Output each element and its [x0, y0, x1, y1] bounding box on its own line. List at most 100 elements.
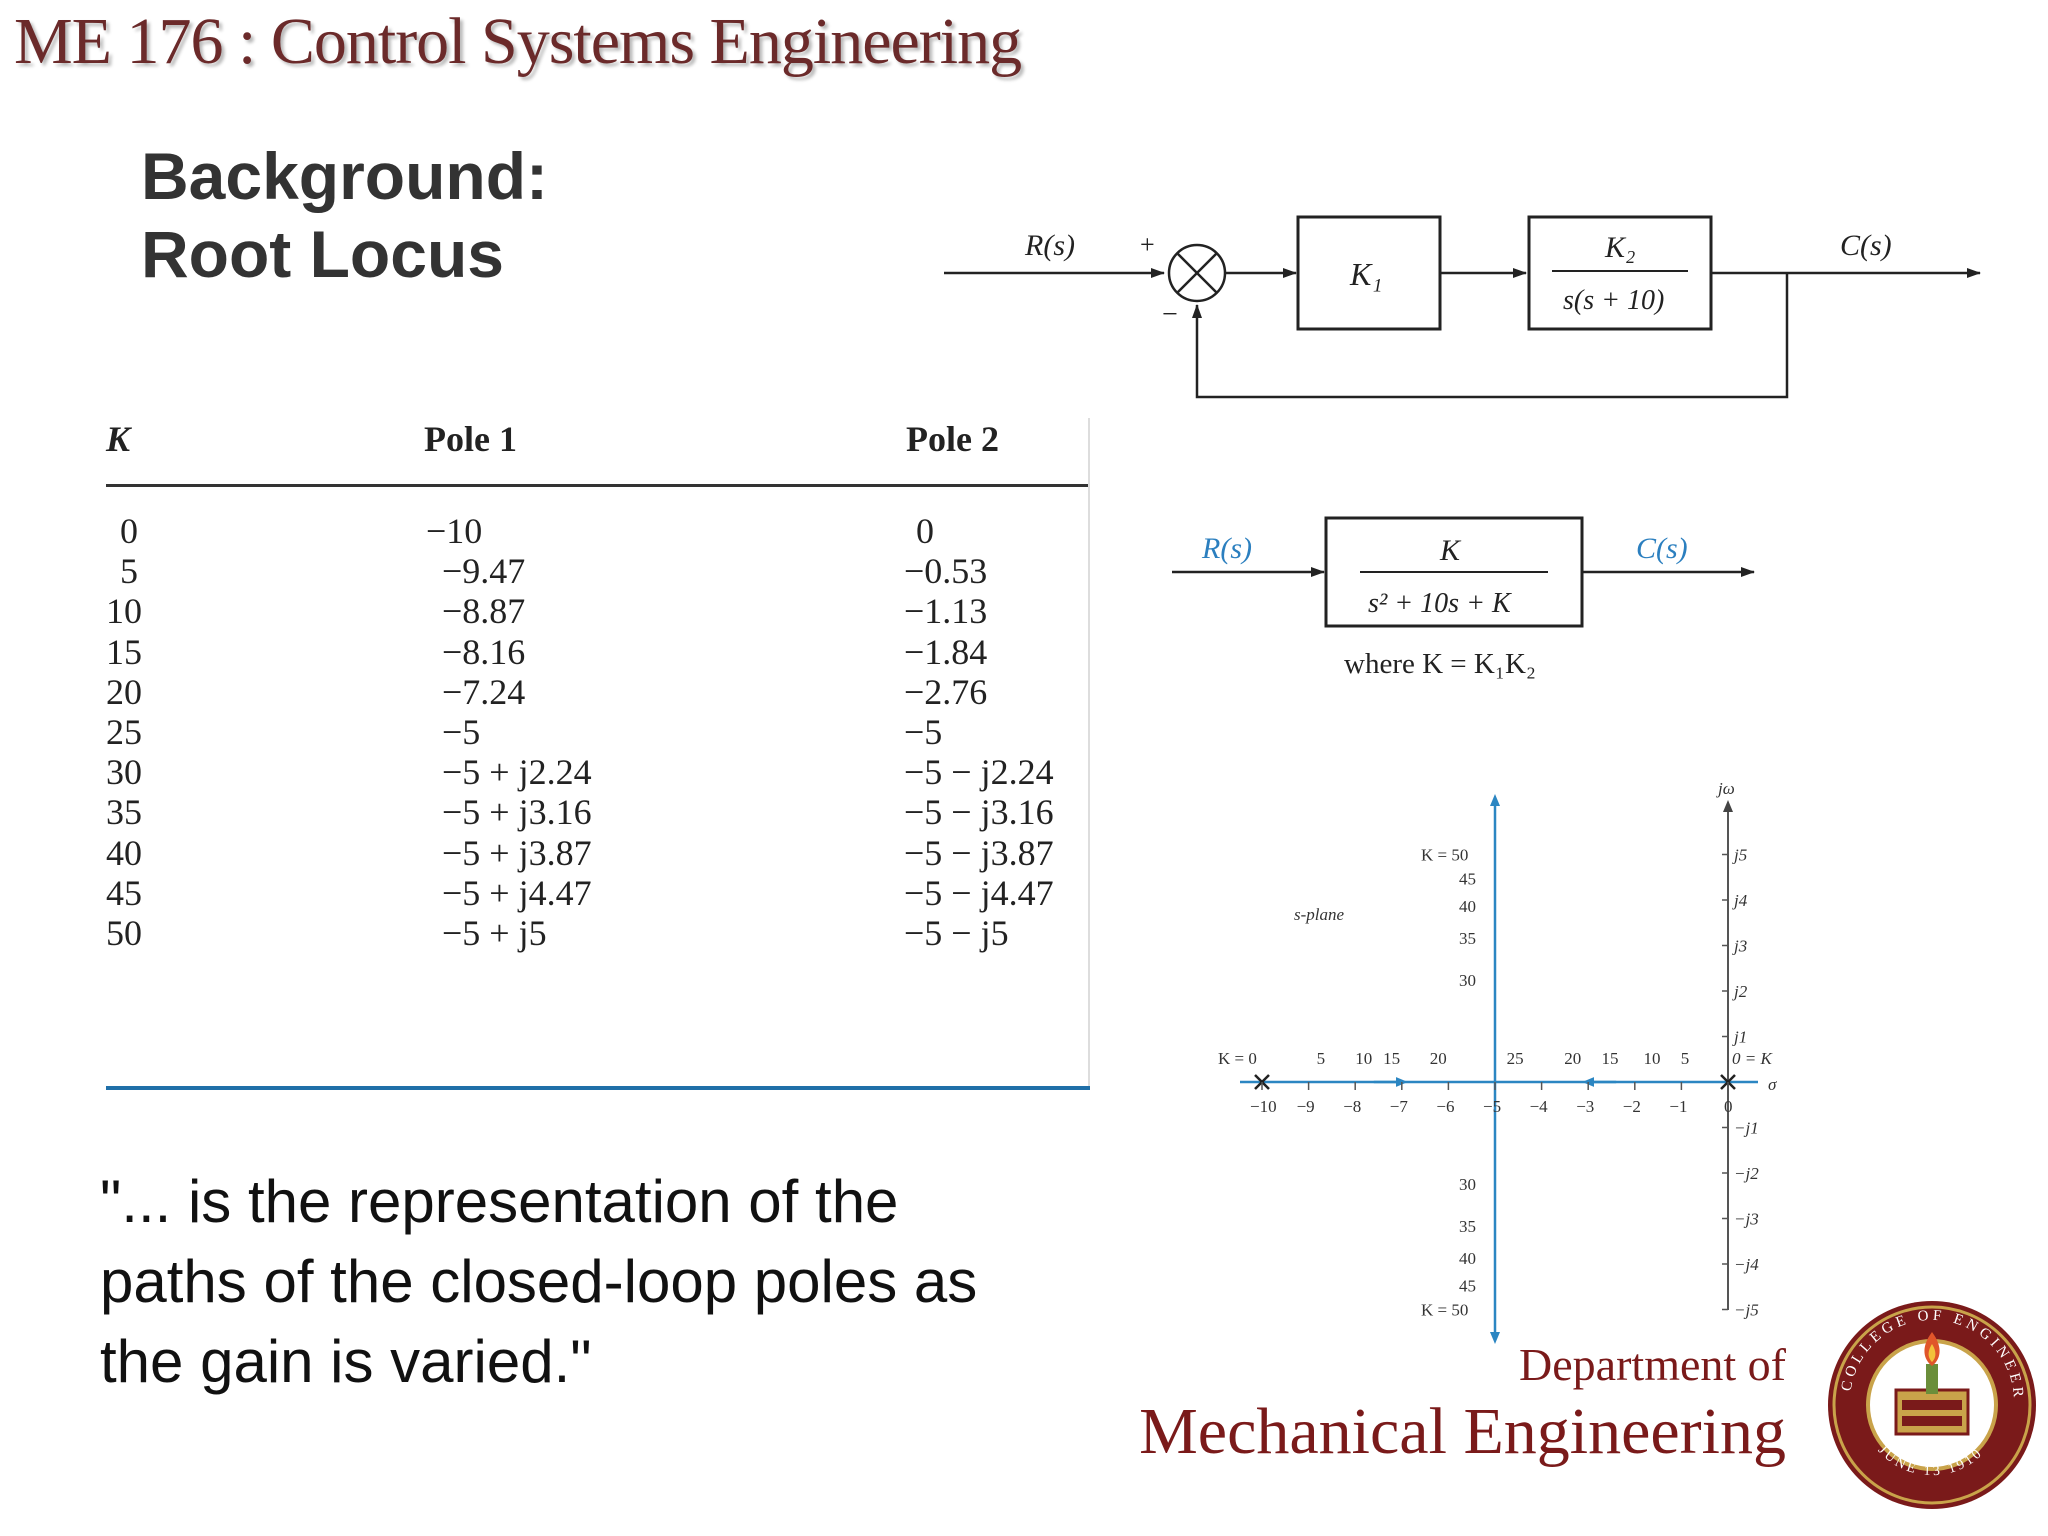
table-top-rule	[106, 484, 1090, 487]
table-cell-pole2: −1.13	[904, 591, 988, 632]
x-tick-label: −10	[1250, 1097, 1277, 1116]
table-cell-k: 35	[106, 792, 142, 833]
plant-block	[1527, 215, 1713, 331]
k-label-lower: 40	[1459, 1249, 1476, 1268]
bd2-denominator: s² + 10s + K	[1368, 588, 1512, 619]
bd1-block2-denominator: s(s + 10)	[1563, 285, 1664, 316]
jw-tick-label: −j5	[1734, 1301, 1759, 1320]
k-label-left: 20	[1430, 1049, 1447, 1068]
bd2-input-label: R(s)	[1201, 532, 1252, 565]
k-label-lower: 30	[1459, 1175, 1476, 1194]
table-cell-pole1: −5 + j5	[442, 913, 547, 953]
course-title: ME 176 : Control Systems Engineering	[14, 5, 1022, 78]
k-label-zero: 0 = K	[1732, 1049, 1773, 1068]
bd1-input-label: R(s)	[1024, 229, 1075, 262]
x-tick-label: −8	[1343, 1097, 1361, 1116]
bd2-output-label: C(s)	[1636, 532, 1688, 565]
bd1-minus-sign: −	[1162, 299, 1178, 330]
quote-line-2: paths of the closed-loop poles as	[100, 1248, 978, 1315]
table-cell-k: 15	[106, 631, 142, 672]
jw-tick-label: j3	[1732, 937, 1747, 956]
quote-line-1: "... is the representation of the	[100, 1168, 899, 1235]
jw-tick-label: j2	[1732, 982, 1748, 1001]
k-label-lower: K = 50	[1421, 1301, 1468, 1320]
definition-quote: "... is the representation of the paths …	[100, 1162, 977, 1402]
sigma-axis-label: σ	[1768, 1075, 1777, 1094]
k-label-left: 15	[1383, 1049, 1400, 1068]
closed-loop-block-diagram: R(s) K s² + 10s + K C(s) where K = K₁K₂	[1172, 516, 1755, 680]
table-cell-pole1: −10	[426, 511, 483, 551]
table-header-k: K	[106, 419, 131, 459]
k-label-left: 5	[1317, 1049, 1326, 1068]
summing-junction	[1167, 243, 1227, 303]
table-cell-pole2: −1.84	[904, 631, 988, 672]
x-tick-label: −5	[1483, 1097, 1501, 1116]
college-seal-logo: COLLEGE OF ENGINEERING JUNE 13 1910	[1822, 1290, 2036, 1509]
k-label-upper: 30	[1459, 971, 1476, 990]
k-label-lower: 45	[1459, 1276, 1476, 1295]
jw-tick-label: −j1	[1734, 1119, 1759, 1138]
bd1-block2-numerator: K₂	[1604, 231, 1635, 264]
table-cell-k: 30	[106, 752, 142, 793]
table-cell-pole2: −5 − j3.87	[904, 832, 1054, 873]
table-cell-k: 45	[106, 872, 142, 913]
table-cell-k: 0	[120, 511, 138, 551]
table-cell-k: 50	[106, 913, 142, 953]
k-label-left: K = 0	[1218, 1049, 1257, 1068]
x-tick-label: −2	[1623, 1097, 1641, 1116]
k-label-upper: 45	[1459, 870, 1476, 889]
jw-axis-label: jω	[1716, 779, 1735, 798]
x-tick-label: −1	[1669, 1097, 1687, 1116]
k-label-right: 5	[1681, 1049, 1690, 1068]
k-label-left: 10	[1355, 1049, 1372, 1068]
k-label-right: 15	[1602, 1049, 1619, 1068]
bd1-block1-label: K₁	[1349, 256, 1382, 292]
k-label-25: 25	[1507, 1049, 1524, 1068]
slide-heading-line2: Root Locus	[141, 217, 504, 291]
x-tick-label: −7	[1390, 1097, 1409, 1116]
jw-tick-label: −j2	[1734, 1164, 1759, 1183]
k-label-right: 10	[1643, 1049, 1660, 1068]
x-tick-label: −3	[1576, 1097, 1594, 1116]
k-label-upper: 35	[1459, 929, 1476, 948]
bd2-numerator: K	[1439, 534, 1462, 567]
table-cell-pole1: −5 + j2.24	[442, 752, 592, 793]
quote-line-3: the gain is varied."	[100, 1328, 592, 1395]
bd2-note: where K = K₁K₂	[1344, 648, 1536, 680]
table-cell-pole1: −5 + j3.87	[442, 832, 592, 873]
table-cell-pole1: −5	[442, 712, 481, 752]
bd1-plus-sign: +	[1140, 230, 1155, 259]
jw-tick-label: j4	[1732, 891, 1748, 910]
department-line1: Department of	[1519, 1339, 1786, 1390]
k-label-lower: 35	[1459, 1217, 1476, 1236]
k-label-upper: K = 50	[1421, 846, 1468, 865]
table-cell-pole1: −5 + j3.16	[442, 792, 592, 833]
jw-tick-label: j1	[1732, 1028, 1747, 1047]
jw-tick-label: j5	[1732, 846, 1747, 865]
table-right-border	[1088, 418, 1090, 1088]
table-cell-pole1: −8.16	[442, 631, 526, 672]
table-cell-k: 20	[106, 671, 142, 712]
table-cell-pole2: −0.53	[904, 551, 988, 592]
x-tick-label: −4	[1530, 1097, 1549, 1116]
x-tick-label: −9	[1297, 1097, 1315, 1116]
table-cell-k: 25	[106, 712, 142, 752]
table-cell-pole2: −5 − j2.24	[904, 752, 1054, 793]
table-cell-pole1: −9.47	[442, 551, 526, 592]
jw-tick-label: −j4	[1734, 1255, 1759, 1274]
department-line2: Mechanical Engineering	[1139, 1395, 1786, 1468]
slide-heading-line1: Background:	[141, 139, 549, 213]
table-cell-pole1: −7.24	[442, 671, 526, 712]
table-cell-pole2: −5 − j5	[904, 913, 1009, 953]
plane-label: s-plane	[1294, 905, 1345, 924]
table-cell-pole1: −8.87	[442, 591, 526, 632]
x-tick-label: −6	[1436, 1097, 1454, 1116]
x-tick-label: 0	[1724, 1097, 1733, 1116]
table-cell-pole1: −5 + j4.47	[442, 872, 592, 913]
table-cell-pole2: −5 − j4.47	[904, 872, 1054, 913]
table-header-pole2: Pole 2	[906, 419, 999, 459]
table-cell-pole2: −5	[904, 712, 943, 752]
table-cell-k: 40	[106, 832, 142, 873]
